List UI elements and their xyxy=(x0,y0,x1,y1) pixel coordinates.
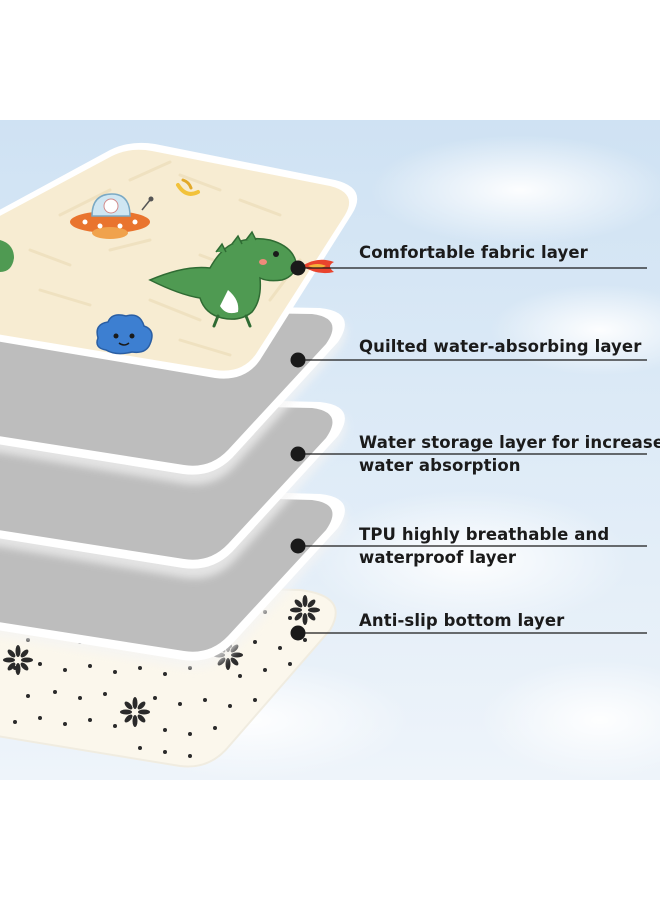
flame-icon xyxy=(302,259,334,274)
label-line: TPU highly breathable and xyxy=(359,525,610,544)
flower-icon xyxy=(3,645,33,675)
pointer-fabric xyxy=(290,260,647,276)
label-bottom-layer: Anti-slip bottom layer xyxy=(359,609,564,632)
label-tpu-layer: TPU highly breathable and waterproof lay… xyxy=(359,523,609,569)
cloud-character-icon xyxy=(96,314,153,355)
label-quilted-layer: Quilted water-absorbing layer xyxy=(359,335,641,358)
pointer-quilted xyxy=(290,352,647,368)
pointer-bottom xyxy=(290,625,647,641)
pointer-water-storage xyxy=(290,446,647,462)
label-line: Anti-slip bottom layer xyxy=(359,611,565,630)
label-line: water absorption xyxy=(359,456,521,475)
pointer-lines xyxy=(290,260,647,641)
ufo-icon xyxy=(70,193,154,239)
dinosaur-icon xyxy=(148,230,297,328)
label-line: waterproof layer xyxy=(359,548,517,567)
label-line: Water storage layer for increased xyxy=(359,433,660,452)
label-water-storage-layer: Water storage layer for increased water … xyxy=(359,431,660,477)
label-line: Quilted water-absorbing layer xyxy=(359,337,642,356)
pointer-tpu xyxy=(290,538,647,554)
flower-icon xyxy=(120,697,150,727)
creature-icon xyxy=(0,240,14,272)
banana-icon xyxy=(176,178,200,196)
label-line: Comfortable fabric layer xyxy=(359,243,588,262)
label-fabric-layer: Comfortable fabric layer xyxy=(359,241,588,264)
flower-icon xyxy=(290,595,320,625)
